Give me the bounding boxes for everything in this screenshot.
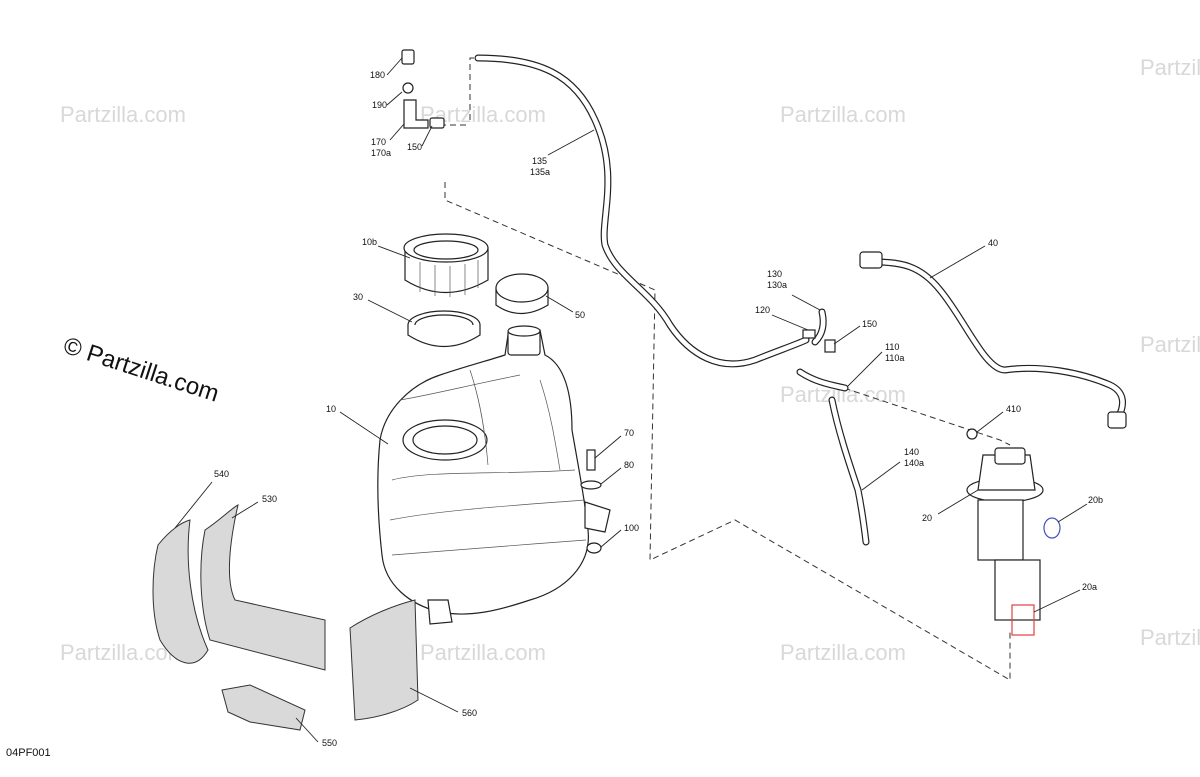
callout-20a: 20a (1082, 582, 1097, 592)
watermark: Partzilla.com (780, 102, 906, 127)
elbow-170 (403, 99, 429, 129)
nut-100 (586, 542, 602, 554)
callout-10: 10 (326, 404, 336, 414)
callout-150-top: 150 (407, 142, 422, 152)
bolt-70 (586, 449, 596, 471)
callout-170a: 170a (371, 148, 391, 158)
callout-150-mid: 150 (862, 319, 877, 329)
hose-40 (859, 251, 1127, 429)
callout-labels: 180 190 170 170a 150 135 135a 10b 30 50 … (214, 70, 1103, 748)
callout-135: 135 (532, 156, 547, 166)
valve-180 (401, 49, 415, 65)
center-fittings (802, 329, 978, 440)
callout-190: 190 (372, 100, 387, 110)
callout-135a: 135a (530, 167, 550, 177)
callout-550: 550 (322, 738, 337, 748)
callout-110a: 110a (885, 353, 904, 363)
callout-140: 140 (904, 447, 919, 457)
callout-120: 120 (755, 305, 770, 315)
lock-ring-10b (403, 233, 489, 297)
hose-130 (811, 308, 827, 346)
callout-540: 540 (214, 469, 229, 479)
watermark: Partzilla.com (1140, 332, 1200, 357)
leader-lines (174, 57, 1088, 743)
callout-20: 20 (922, 513, 932, 523)
valve-150-mid (824, 339, 836, 353)
callout-180: 180 (370, 70, 385, 80)
fuel-pump-module-20 (966, 447, 1061, 636)
callout-40: 40 (988, 238, 998, 248)
heat-shield-530 (200, 504, 326, 671)
connector-120 (802, 329, 816, 339)
heat-shield-550 (221, 684, 306, 731)
filler-cap-50 (495, 273, 549, 315)
watermark: Partzilla.com (1140, 625, 1200, 650)
callout-70: 70 (624, 428, 634, 438)
callout-130: 130 (767, 269, 782, 279)
valve-150-top (429, 117, 445, 129)
clamp-190 (402, 82, 414, 94)
callout-20b: 20b (1088, 495, 1103, 505)
watermark: Partzilla.com (780, 640, 906, 665)
fuel-tank-10 (377, 325, 611, 625)
diagram-code: 04PF001 (6, 747, 51, 759)
callout-30: 30 (353, 292, 363, 302)
assembly-guide-lines (440, 57, 1011, 681)
watermark: Partzilla.com (60, 102, 186, 127)
callout-560: 560 (462, 708, 477, 718)
heat-shield-540 (152, 519, 209, 664)
callout-530: 530 (262, 494, 277, 504)
callout-130a: 130a (767, 280, 787, 290)
top-fittings (401, 49, 445, 129)
heat-shields (152, 504, 419, 731)
clamp-410 (966, 428, 978, 440)
callout-100: 100 (624, 523, 639, 533)
seal-30 (407, 310, 481, 347)
partzilla-copyright-watermark: © Partzilla.com (60, 332, 222, 408)
callout-80: 80 (624, 460, 634, 470)
callout-140a: 140a (904, 458, 924, 468)
hose-140 (828, 396, 870, 546)
hose-110 (796, 368, 849, 392)
hardware-70-80-100 (580, 449, 602, 554)
watermark: Partzilla.com (420, 640, 546, 665)
callout-50: 50 (575, 310, 585, 320)
vent-hose-135 (474, 54, 810, 368)
filter-20b-highlight (1043, 517, 1061, 539)
callout-10b: 10b (362, 237, 377, 247)
callout-170: 170 (371, 137, 386, 147)
callout-110: 110 (885, 342, 899, 352)
watermark: Partzilla.com (1140, 55, 1200, 80)
callout-410: 410 (1006, 404, 1021, 414)
washer-80 (580, 480, 602, 490)
fuel-level-sender-20a-highlight (1011, 604, 1035, 636)
heat-shield-560 (349, 599, 419, 721)
